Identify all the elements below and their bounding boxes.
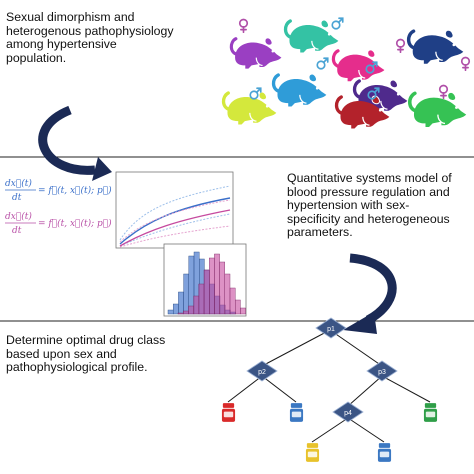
caption-line: hypertension with sex-	[287, 198, 410, 213]
curve-blue-lower	[119, 213, 231, 247]
equation-1-rhs: = f⃗(t, x⃗(t); p⃗)	[38, 185, 112, 196]
curved-arrow-1	[38, 105, 96, 175]
histogram-bar-pink	[193, 295, 200, 315]
histogram-bar-blue	[178, 291, 184, 315]
node-p2: p2	[246, 360, 278, 382]
caption-line: specificity and heterogeneous	[287, 211, 450, 226]
histogram-bar-pink	[214, 253, 220, 315]
curve-blue-upper	[119, 185, 231, 241]
histogram-bar-pink	[177, 312, 184, 315]
pill-bottle-icon	[377, 443, 392, 462]
female-symbol-icon	[238, 18, 249, 33]
rat-population-group	[221, 17, 471, 131]
equation-2-numerator: dx⃗(t)	[5, 211, 32, 222]
histogram-bar-blue	[188, 255, 195, 315]
histogram-bar-pink	[224, 273, 231, 315]
pill-bottle-icon	[221, 403, 236, 422]
equation-2-denominator: dt	[12, 226, 22, 236]
svg-text:p4: p4	[344, 410, 352, 417]
female-symbol-icon	[460, 56, 471, 71]
histogram-bar-pink	[208, 257, 215, 315]
rat-icon	[229, 36, 283, 71]
rat-icon	[283, 18, 340, 55]
arrow-head-1	[92, 157, 112, 181]
pill-bottle-icon	[289, 403, 304, 422]
curve-pink-upper	[119, 199, 231, 243]
curve-blue-mean	[119, 197, 231, 245]
simulation-curves-plot	[115, 171, 234, 249]
histogram-bar-pink	[188, 305, 194, 315]
plot-frame	[115, 171, 234, 249]
caption-sexual-dimorphism: Sexual dimorphism and heterogenous patho…	[6, 10, 174, 65]
rat-icon	[407, 90, 468, 129]
caption-line: Sexual dimorphism and	[6, 10, 135, 24]
arrow-head-2	[343, 312, 377, 334]
caption-line: blood pressure regulation and	[287, 184, 450, 199]
caption-line: population.	[6, 50, 67, 65]
equation-pink: dx⃗(t) dt = f⃗(t, x⃗(t); p⃗)	[5, 211, 112, 236]
histogram-bar-pink	[219, 261, 226, 315]
rat-icon	[406, 28, 465, 66]
histogram-bar-pink	[240, 307, 246, 315]
node-p1: p1	[315, 317, 347, 339]
node-p4: p4	[332, 401, 364, 423]
equation-2-rhs: = f⃗(t, x⃗(t); p⃗)	[38, 218, 112, 229]
node-p3: p3	[366, 360, 398, 382]
equation-blue: dx⃗(t) dt = f⃗(t, x⃗(t); p⃗)	[5, 178, 112, 203]
caption-line: Determine optimal drug class	[6, 333, 166, 347]
equation-1-denominator: dt	[12, 193, 22, 203]
equation-1-numerator: dx⃗(t)	[5, 178, 32, 189]
caption-line: parameters.	[287, 225, 353, 240]
caption-line: based upon sex and	[6, 346, 117, 361]
caption-qsp-model: Quantitative systems model of blood pres…	[287, 171, 452, 240]
male-symbol-icon	[331, 17, 344, 30]
histogram-bar-pink	[229, 287, 236, 315]
caption-line: heterogenous pathophysiology	[6, 23, 174, 38]
pill-bottle-icon	[305, 443, 320, 462]
curve-pink-lower	[119, 225, 231, 248]
svg-text:p1: p1	[327, 326, 335, 333]
histogram-bar-pink	[198, 283, 205, 315]
parameter-histogram	[163, 243, 247, 317]
female-symbol-icon	[395, 38, 406, 53]
caption-line: among hypertensive	[6, 37, 117, 52]
rat-icon	[271, 72, 328, 109]
caption-line: Quantitative systems model of	[287, 171, 452, 185]
curve-pink-mean	[119, 209, 231, 247]
caption-line: pathophysiological profile.	[6, 360, 148, 375]
curved-arrow-2	[349, 253, 397, 324]
histogram-bar-pink	[203, 269, 210, 315]
histogram-bar-pink	[234, 299, 241, 315]
svg-text:p2: p2	[258, 369, 266, 376]
decision-tree-edges	[227, 329, 431, 443]
histogram-bar-blue	[183, 273, 190, 315]
histogram-bar-pink	[182, 310, 189, 315]
drug-class-leaves	[221, 403, 438, 462]
svg-text:p3: p3	[378, 369, 386, 376]
male-symbol-icon	[316, 57, 329, 70]
pill-bottle-icon	[423, 403, 438, 422]
female-symbol-icon	[438, 84, 449, 99]
caption-optimal-drug: Determine optimal drug class based upon …	[6, 333, 166, 375]
histogram-bar-blue	[172, 303, 179, 315]
histogram-bar-blue	[167, 309, 174, 315]
